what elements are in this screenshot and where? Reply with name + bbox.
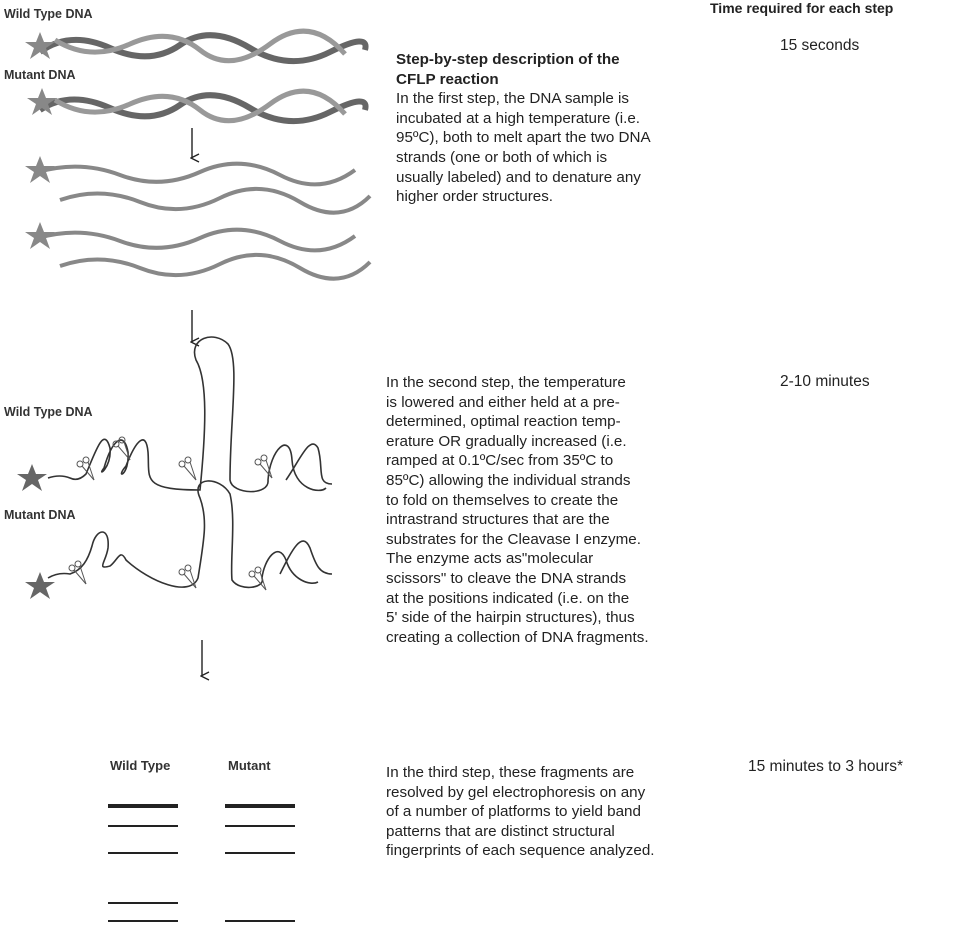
step1-description: Step-by-step description of the CFLP rea… xyxy=(396,50,651,207)
step2-mutant-label: Mutant DNA xyxy=(4,508,76,522)
description-line: The enzyme acts as"molecular xyxy=(386,550,594,568)
description-line: patterns that are distinct structural xyxy=(386,822,615,840)
step1-wild-type-label: Wild Type DNA xyxy=(4,7,93,21)
description-line: usually labeled) and to denature any xyxy=(396,168,641,186)
gel-bands-mutant xyxy=(225,804,295,922)
step3-description: In the third step, these fragments are r… xyxy=(386,763,655,861)
step3-time: 15 minutes to 3 hours* xyxy=(748,758,904,775)
description-line: incubated at a high temperature (i.e. xyxy=(396,109,640,127)
label-star-icon xyxy=(17,464,47,491)
description-line: is lowered and either held at a pre- xyxy=(386,393,620,411)
gel-bands-wild-type xyxy=(108,804,178,922)
label-star-icon xyxy=(25,156,55,249)
description-line: 85ºC) allowing the individual strands xyxy=(386,471,631,489)
step1-time: 15 seconds xyxy=(780,37,860,54)
single-strands xyxy=(37,161,372,281)
step1-mutant-label: Mutant DNA xyxy=(4,68,76,82)
description-line: intrastrand structures that are the xyxy=(386,511,610,529)
description-line: higher order structures. xyxy=(396,188,554,206)
description-line: creating a collection of DNA fragments. xyxy=(386,628,649,646)
description-line: strands (one or both of which is xyxy=(396,148,608,166)
description-line: 95ºC), both to melt apart the two DNA xyxy=(396,129,651,147)
gel-lane-label-mutant: Mutant xyxy=(228,758,271,773)
step2-description: In the second step, the temperature is l… xyxy=(386,373,649,647)
description-line: of a number of platforms to yield band xyxy=(386,803,641,821)
scissors-icon xyxy=(68,560,267,591)
wild-type-dna-helix xyxy=(38,28,369,64)
description-title-line: CFLP reaction xyxy=(396,70,499,88)
description-line: In the third step, these fragments are xyxy=(386,764,635,781)
time-column-header: Time required for each step xyxy=(710,0,894,16)
description-line: at the positions indicated (i.e. on the xyxy=(386,589,630,607)
label-star-icon xyxy=(25,32,57,115)
wild-type-folded-strand xyxy=(47,336,333,493)
gel-lane-label-wild-type: Wild Type xyxy=(110,758,171,773)
description-line: In the first step, the DNA sample is xyxy=(396,90,629,108)
description-line: ramped at 0.1ºC/sec from 35ºC to xyxy=(386,452,614,470)
mutant-dna-helix xyxy=(38,88,369,124)
description-line: to fold on themselves to create the xyxy=(386,491,619,509)
description-line: determined, optimal reaction temp- xyxy=(386,413,621,431)
description-line: scissors" to cleave the DNA strands xyxy=(386,569,627,587)
description-line: In the second step, the temperature xyxy=(386,374,626,391)
description-line: resolved by gel electrophoresis on any xyxy=(386,783,646,801)
step2-time: 2-10 minutes xyxy=(780,373,870,390)
step2-wild-type-label: Wild Type DNA xyxy=(4,405,93,419)
description-title-line: Step-by-step description of the xyxy=(396,51,620,68)
label-star-icon xyxy=(25,572,55,599)
description-line: fingerprints of each sequence analyzed. xyxy=(386,842,655,860)
description-line: erature OR gradually increased (i.e. xyxy=(386,432,627,450)
description-line: 5' side of the hairpin structures), thus xyxy=(386,609,635,627)
scissors-icon xyxy=(76,436,273,481)
description-line: substrates for the Cleavase I enzyme. xyxy=(386,530,641,548)
